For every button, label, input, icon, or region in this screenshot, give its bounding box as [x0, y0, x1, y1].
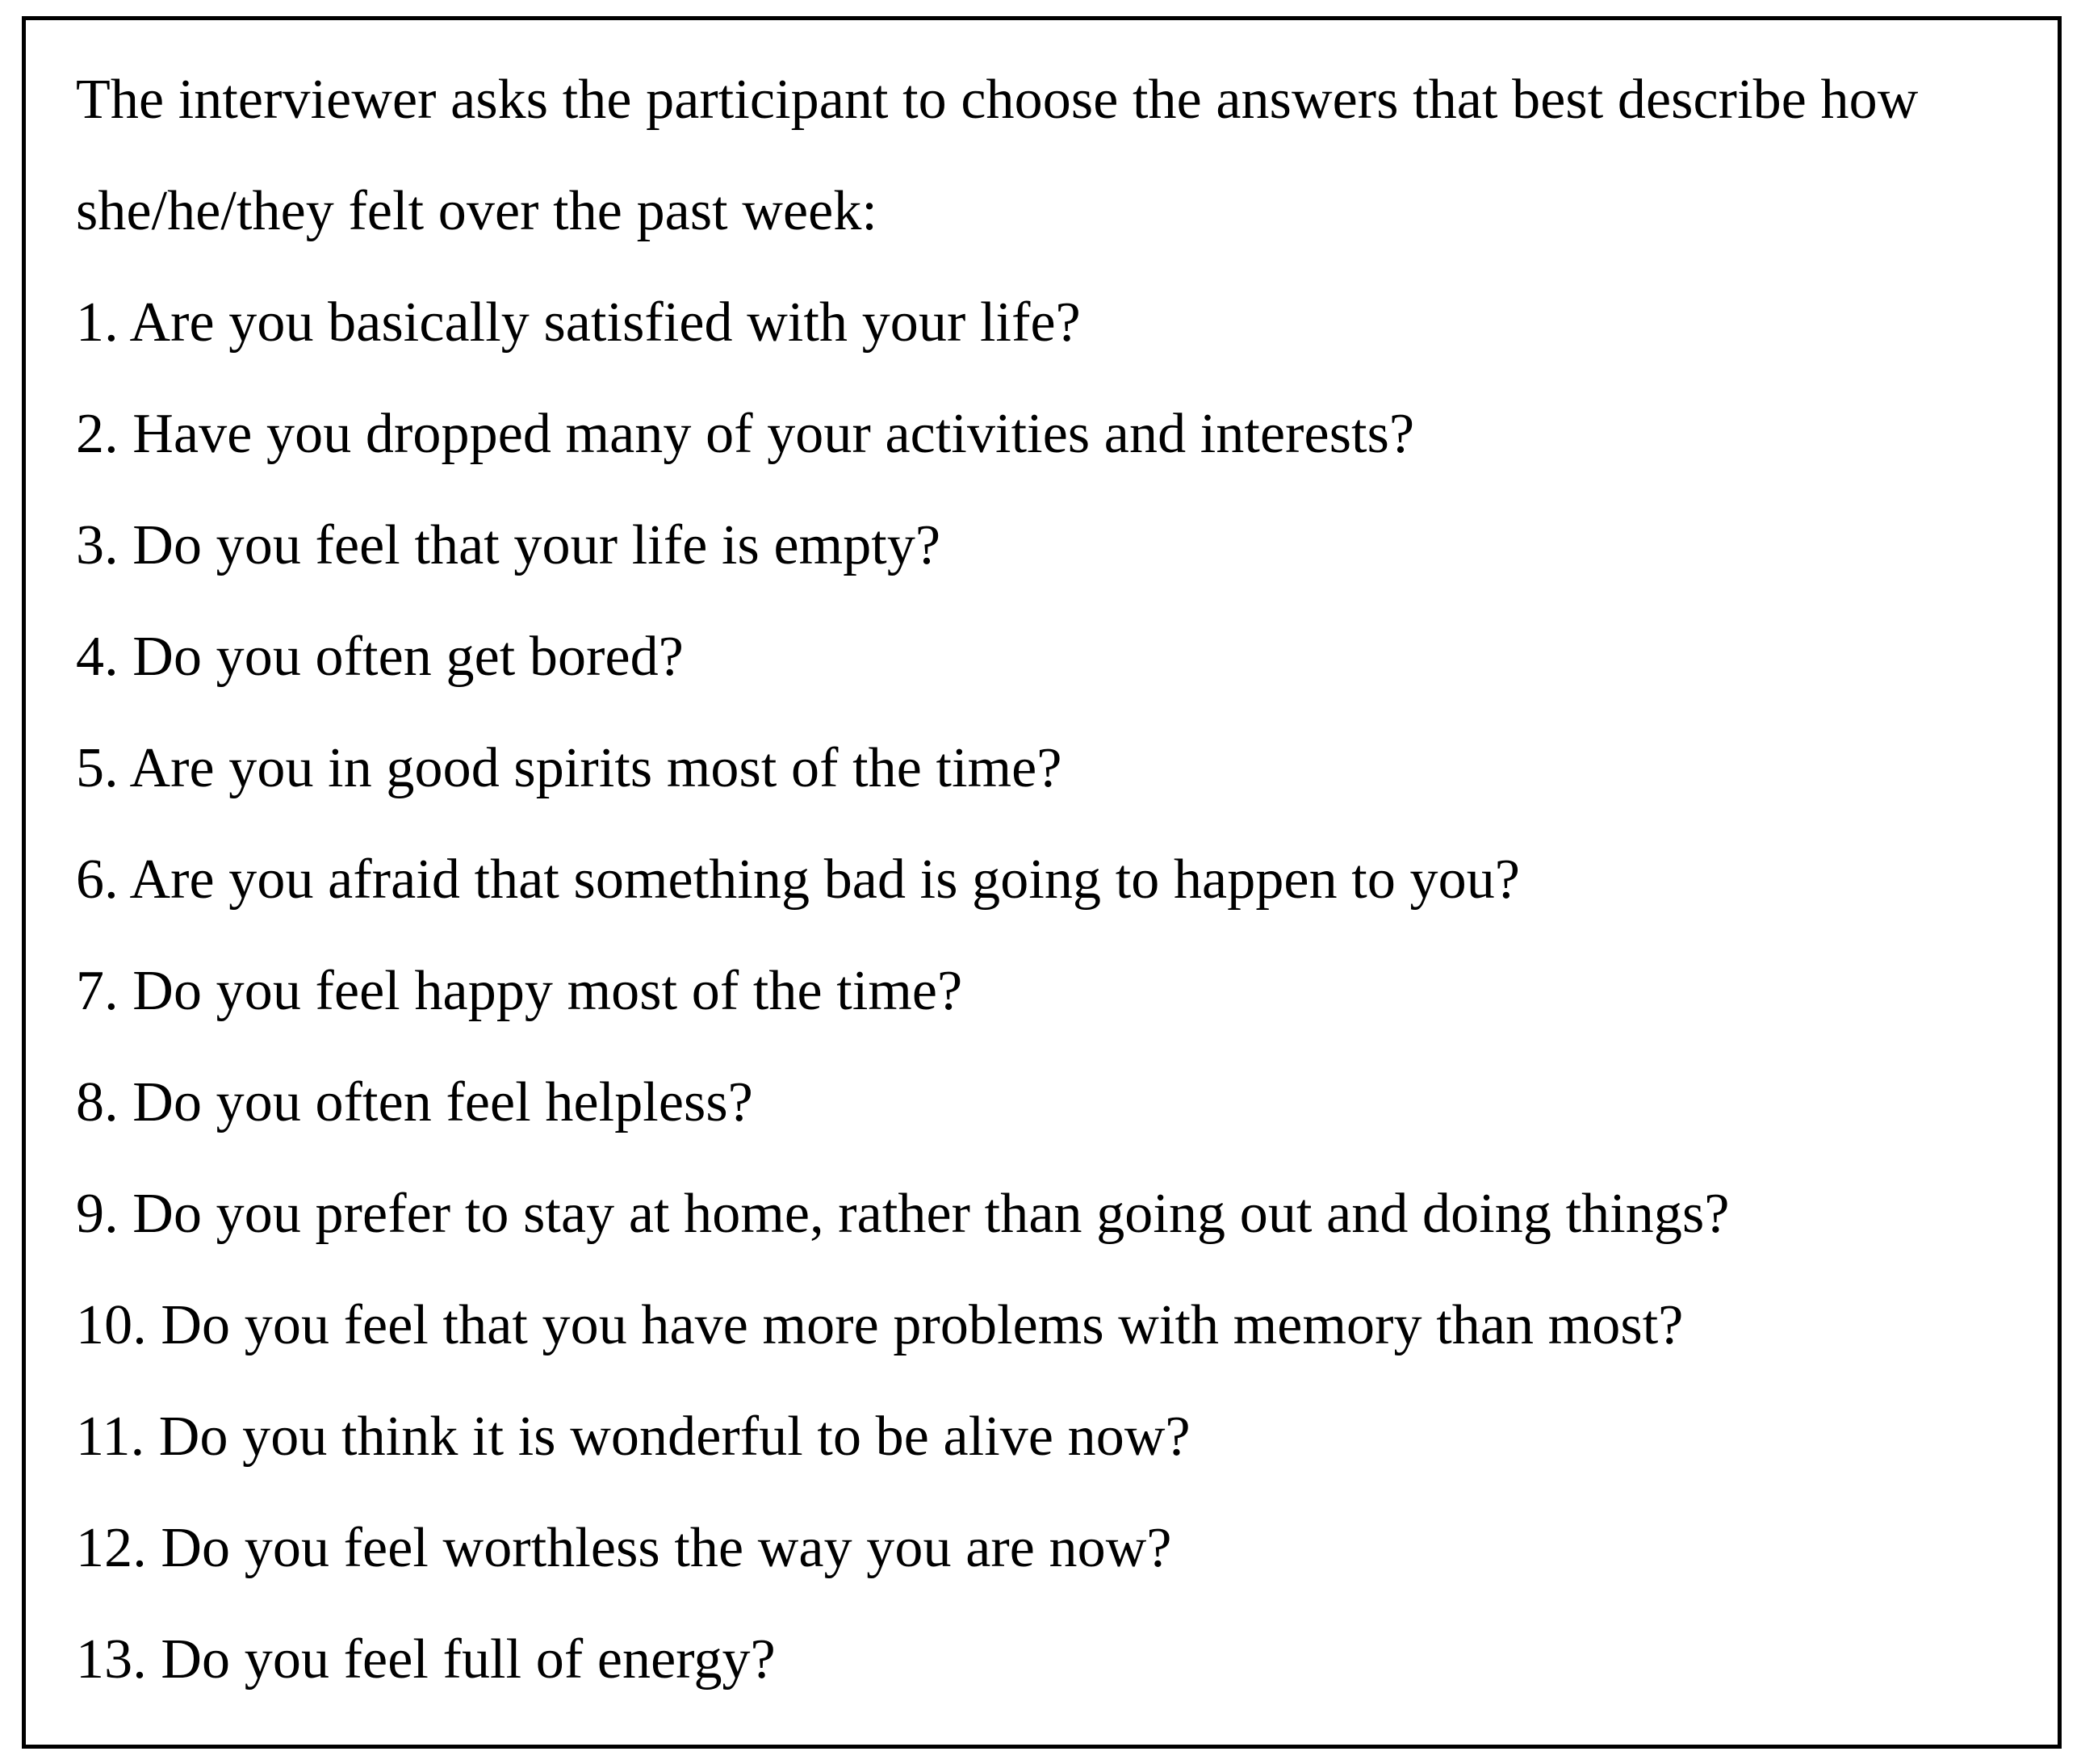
questionnaire-figure-box: The interviewer asks the participant to … [22, 16, 2062, 1749]
question-item-6: 6. Are you afraid that something bad is … [76, 848, 1521, 911]
question-item-12: 12. Do you feel worthless the way you ar… [76, 1517, 1172, 1579]
question-item-7: 7. Do you feel happy most of the time? [76, 960, 963, 1022]
instruction-line-1: The interviewer asks the participant to … [76, 69, 1919, 131]
question-item-8: 8. Do you often feel helpless? [76, 1071, 753, 1133]
question-item-5: 5. Are you in good spirits most of the t… [76, 737, 1062, 799]
question-item-4: 4. Do you often get bored? [76, 626, 684, 688]
question-item-1: 1. Are you basically satisfied with your… [76, 291, 1081, 354]
questionnaire-content: The interviewer asks the participant to … [76, 44, 2033, 1716]
question-item-9: 9. Do you prefer to stay at home, rather… [76, 1183, 1730, 1245]
question-item-13: 13. Do you feel full of energy? [76, 1628, 776, 1691]
question-item-11: 11. Do you think it is wonderful to be a… [76, 1406, 1191, 1468]
question-item-3: 3. Do you feel that your life is empty? [76, 514, 941, 576]
instruction-line-2: she/he/they felt over the past week: [76, 180, 877, 242]
question-item-2: 2. Have you dropped many of your activit… [76, 403, 1415, 465]
question-item-10: 10. Do you feel that you have more probl… [76, 1294, 1684, 1356]
